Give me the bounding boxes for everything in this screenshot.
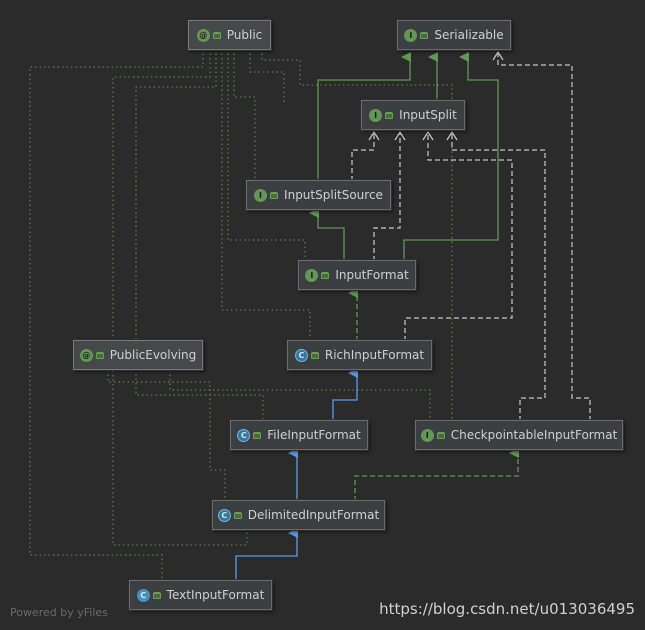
abstract-class-icon: C — [217, 508, 231, 522]
node-serializable[interactable]: I Serializable — [397, 20, 511, 50]
interface-icon: I — [305, 268, 319, 282]
annotation-icon: @ — [196, 28, 210, 42]
public-lock-icon — [385, 111, 394, 119]
node-text-input-format[interactable]: C TextInputFormat — [129, 580, 272, 610]
interface-icon: I — [254, 188, 268, 202]
edge-public-inputsplit — [249, 49, 285, 105]
node-rich-input-format[interactable]: C RichInputFormat — [287, 340, 432, 370]
edge-fileinputformat-richinputformat — [332, 368, 358, 421]
node-label: InputSplitSource — [284, 188, 383, 202]
public-lock-icon — [420, 31, 429, 39]
public-lock-icon — [253, 431, 262, 439]
node-label: RichInputFormat — [324, 348, 425, 362]
edge-public-inputformat — [227, 49, 306, 261]
node-delimited-input-format[interactable]: C DelimitedInputFormat — [212, 500, 385, 530]
edge-inputformat-inputsplitsource — [309, 208, 345, 261]
dependency-edges — [351, 52, 591, 421]
extends-edges — [235, 368, 358, 580]
edge-public-fileinputformat — [135, 49, 264, 421]
edge-publicevolving-checkpointable — [169, 370, 431, 421]
abstract-class-icon: C — [294, 348, 308, 362]
edge-delimited-checkpointable — [354, 448, 519, 501]
edge-inputsplitsource-inputsplit — [351, 132, 375, 181]
powered-by-credit: Powered by yFiles — [10, 606, 108, 619]
interface-icon: I — [369, 108, 383, 122]
edge-inputsplitsource-serializable — [317, 52, 411, 181]
edge-inputformat-serializable — [403, 52, 499, 261]
edge-public-checkpointable — [261, 49, 453, 421]
node-label: TextInputFormat — [166, 588, 265, 602]
node-input-split[interactable]: I InputSplit — [361, 100, 465, 130]
edge-public-delimitedinputformat — [112, 49, 248, 546]
node-checkpointable-input-format[interactable]: I CheckpointableInputFormat — [415, 420, 623, 450]
annotation-edges — [29, 49, 453, 580]
public-lock-icon — [233, 511, 242, 519]
node-label: PublicEvolving — [109, 348, 197, 362]
implements-dashed-edges — [348, 288, 519, 501]
node-public[interactable]: @ Public — [188, 20, 271, 50]
node-label: DelimitedInputFormat — [247, 508, 380, 522]
edge-public-inputsplitsource — [233, 49, 256, 181]
public-lock-icon — [270, 191, 279, 199]
interface-icon: I — [420, 428, 434, 442]
public-lock-icon — [152, 591, 161, 599]
public-lock-icon — [436, 431, 445, 439]
abstract-class-icon: C — [237, 428, 251, 442]
node-label: FileInputFormat — [267, 428, 361, 442]
public-lock-icon — [95, 351, 104, 359]
node-label: InputSplit — [399, 108, 457, 122]
node-label: CheckpointableInputFormat — [450, 428, 618, 442]
node-input-format[interactable]: I InputFormat — [298, 260, 416, 290]
node-input-split-source[interactable]: I InputSplitSource — [246, 180, 391, 210]
edge-public-richinputformat — [221, 49, 311, 341]
edge-textinputformat-delimited — [235, 528, 298, 580]
public-lock-icon — [321, 271, 330, 279]
public-lock-icon — [212, 31, 221, 39]
public-lock-icon — [310, 351, 319, 359]
edge-inputformat-inputsplit — [373, 132, 401, 261]
implements-edges — [309, 52, 499, 261]
class-icon: C — [136, 588, 150, 602]
node-label: Public — [226, 28, 263, 42]
interface-icon: I — [404, 28, 418, 42]
dependency-arrowheads — [368, 50, 504, 141]
node-label: Serializable — [434, 28, 504, 42]
edge-fileinputformat-inputsplit — [451, 132, 546, 421]
edge-publicevolving-fileinputformat — [107, 370, 226, 516]
edge-checkpointable-serializable — [497, 52, 591, 421]
watermark-url: https://blog.csdn.net/u013036495 — [379, 600, 635, 618]
edge-richinputformat-inputsplit — [404, 132, 513, 341]
annotation-icon: @ — [79, 348, 93, 362]
node-label: InputFormat — [335, 268, 409, 282]
node-file-input-format[interactable]: C FileInputFormat — [230, 420, 368, 450]
node-public-evolving[interactable]: @ PublicEvolving — [73, 340, 203, 370]
edge-public-textinputformat — [29, 49, 204, 580]
